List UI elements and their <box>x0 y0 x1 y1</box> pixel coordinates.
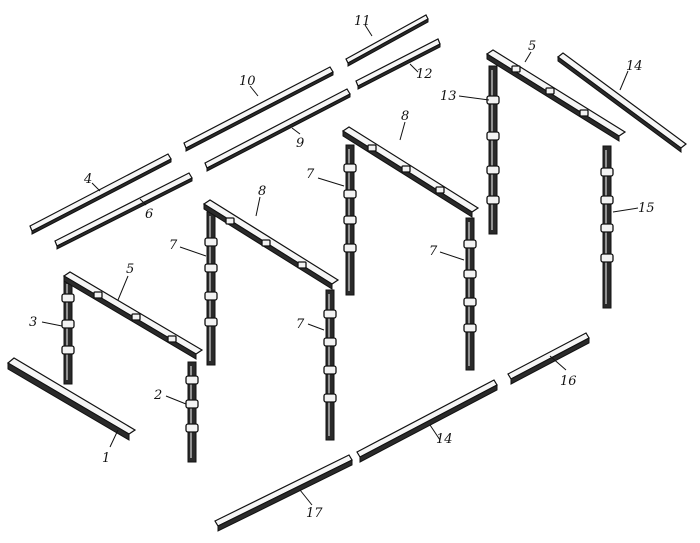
beam-ground-right <box>507 332 590 385</box>
rail-4 <box>29 153 172 235</box>
label-part-10: 10 <box>239 74 256 89</box>
label-part-11: 11 <box>354 14 371 29</box>
post-f3-right <box>463 217 477 371</box>
label-part-8-f3: 8 <box>401 109 409 124</box>
post-f2-left <box>204 211 218 366</box>
post-back-left <box>486 65 500 235</box>
label-part-14-top: 14 <box>626 59 643 74</box>
crossbar-back <box>485 49 627 142</box>
label-part-17: 17 <box>306 506 323 521</box>
rail-11 <box>345 14 429 67</box>
label-part-4: 4 <box>83 172 92 187</box>
label-part-5-back: 5 <box>528 39 536 54</box>
crossbar-f2 <box>202 199 340 290</box>
post-f3-left <box>343 144 357 296</box>
post-front-right <box>185 361 199 463</box>
label-part-1: 1 <box>102 451 110 466</box>
frame-front <box>61 271 204 463</box>
label-part-7-f2-right: 7 <box>296 317 305 332</box>
part-labels: 1 2 3 4 5 5 6 7 7 7 7 8 8 9 10 11 12 13 … <box>29 14 655 521</box>
label-part-7-f3-right: 7 <box>429 244 438 259</box>
leader-lines <box>41 24 639 506</box>
beam-ground-front <box>214 454 353 532</box>
label-part-3: 3 <box>29 315 37 330</box>
post-back-right <box>600 145 614 309</box>
frame-3 <box>341 126 480 371</box>
beam-right-top <box>557 52 687 153</box>
label-part-5-front: 5 <box>126 262 134 277</box>
beam-ground-middle <box>356 379 498 463</box>
label-part-12: 12 <box>416 67 433 82</box>
beam-left-ground <box>6 357 137 441</box>
label-part-7-f3-left: 7 <box>306 167 315 182</box>
label-part-15: 15 <box>638 201 655 216</box>
label-part-7-f2-left: 7 <box>169 238 178 253</box>
label-part-14-ground: 14 <box>436 432 453 447</box>
rail-12 <box>355 38 441 90</box>
crossbar-f3 <box>341 126 480 218</box>
rail-9 <box>204 88 351 172</box>
label-part-16: 16 <box>560 374 577 389</box>
label-part-8-f2: 8 <box>258 184 266 199</box>
label-part-13: 13 <box>440 89 457 104</box>
label-part-6: 6 <box>145 207 153 222</box>
post-front-left <box>61 279 75 385</box>
rail-10 <box>183 66 334 152</box>
label-part-9: 9 <box>296 136 304 151</box>
crossbar-front <box>62 271 204 360</box>
post-f2-right <box>323 289 337 441</box>
label-part-2: 2 <box>153 388 162 403</box>
frame-2 <box>202 199 340 441</box>
rail-6 <box>54 172 193 250</box>
frame-back <box>485 49 627 309</box>
